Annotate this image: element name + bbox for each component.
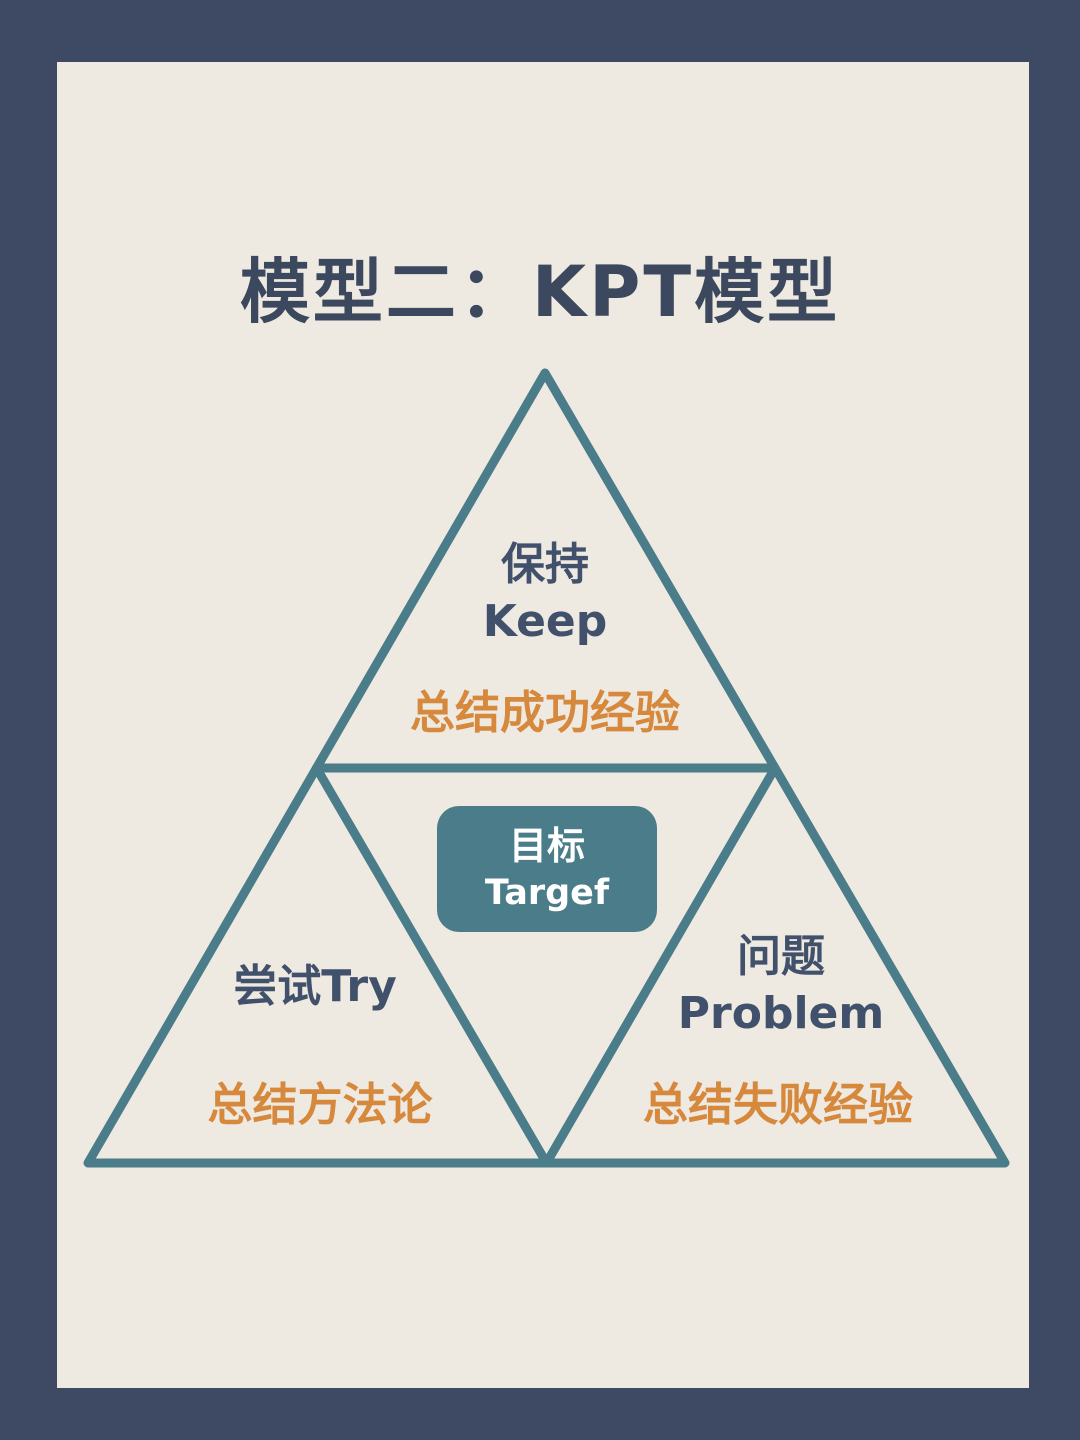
try-section-label: 尝试Try [233,961,397,1012]
keep-label-en: Keep [482,596,608,648]
problem-label-en: Problem [677,988,885,1040]
target-label-en: Targef [484,872,610,913]
problem-note: 总结失败经验 [642,1078,914,1131]
keep-note: 总结成功经验 [409,686,681,739]
problem-label-zh: 问题 [736,931,825,982]
keep-label-zh: 保持 [500,539,589,590]
keep-section-label: 保持 Keep [483,536,608,650]
problem-section-label: 问题 Problem [678,928,884,1042]
page-title: 模型二：KPT模型 [239,251,841,333]
target-badge: 目标 Targef [437,806,657,932]
try-note: 总结方法论 [207,1078,433,1131]
target-label-zh: 目标 [508,823,585,868]
